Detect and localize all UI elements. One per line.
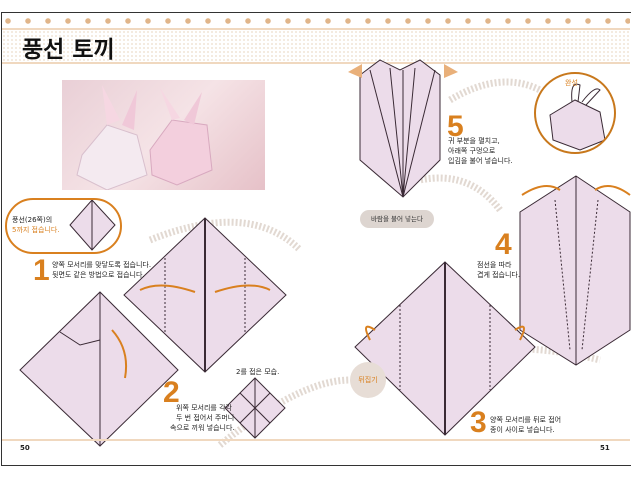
complete-label: 완성: [565, 79, 578, 87]
intro-line1: 풍선(26쪽)의: [12, 216, 53, 224]
flip-badge: 뒤집기: [350, 362, 386, 398]
footer-line: [2, 439, 630, 441]
step2-number: 2: [163, 376, 180, 409]
step5-line: 입김을 불어 넣습니다.: [448, 157, 513, 165]
page-number-right: 51: [600, 444, 610, 452]
fold-arrow: [111, 329, 128, 379]
blow-air-bubble: 바람을 불어 넣는다: [360, 210, 434, 228]
fold-arrow: [365, 325, 376, 341]
page-number-left: 50: [20, 444, 30, 452]
step4-number: 4: [495, 228, 512, 261]
intro-callout: [5, 198, 122, 254]
step2-line: 두 번 접어서 주머니: [176, 414, 235, 422]
push-arrows: [348, 64, 458, 78]
decorative-border: [2, 15, 630, 27]
page-title: 풍선 토끼: [22, 37, 115, 63]
intro-line2: 5까지 접습니다.: [12, 226, 60, 234]
fold-arrow: [139, 284, 196, 293]
step3-number: 3: [470, 406, 487, 439]
step4-hexagon: [519, 175, 631, 366]
step4-line: 점선을 따라: [477, 261, 512, 269]
step1-number: 1: [33, 254, 50, 287]
step3-line: 양쪽 모서리를 뒤로 접어: [490, 416, 562, 424]
flow-path: [448, 78, 542, 104]
step1-line: 양쪽 모서리를 맞닿도록 접습니다.: [52, 261, 152, 269]
fold-arrow: [514, 325, 525, 341]
flow-path: [419, 174, 503, 213]
flow-path: [148, 218, 303, 253]
step1-line: 뒷면도 같은 방법으로 접습니다.: [52, 271, 145, 279]
step4-line: 겹게 접습니다.: [477, 271, 521, 279]
step2-result-label: 2를 접은 모습.: [236, 368, 280, 376]
complete-circle: [534, 72, 616, 154]
finished-rabbit: [549, 99, 606, 151]
fold-arrow: [214, 284, 271, 293]
step2-line: 위쪽 모서리를 각각: [176, 404, 232, 412]
step5-shape: [359, 59, 441, 198]
step5-line: 귀 부분을 펼치고,: [448, 137, 500, 145]
origami-rabbits-image: [76, 85, 213, 190]
fold-arrow: [594, 185, 631, 196]
rabbit-photo: [62, 80, 265, 190]
step5-line: 아래쪽 구멍으로: [448, 147, 496, 155]
step5-number: 5: [447, 110, 464, 143]
step2-line: 속으로 끼워 넣습니다.: [170, 424, 235, 432]
fold-arrow: [521, 185, 561, 196]
step3-line: 종이 사이로 넣습니다.: [490, 426, 555, 434]
title-band: [2, 28, 630, 64]
